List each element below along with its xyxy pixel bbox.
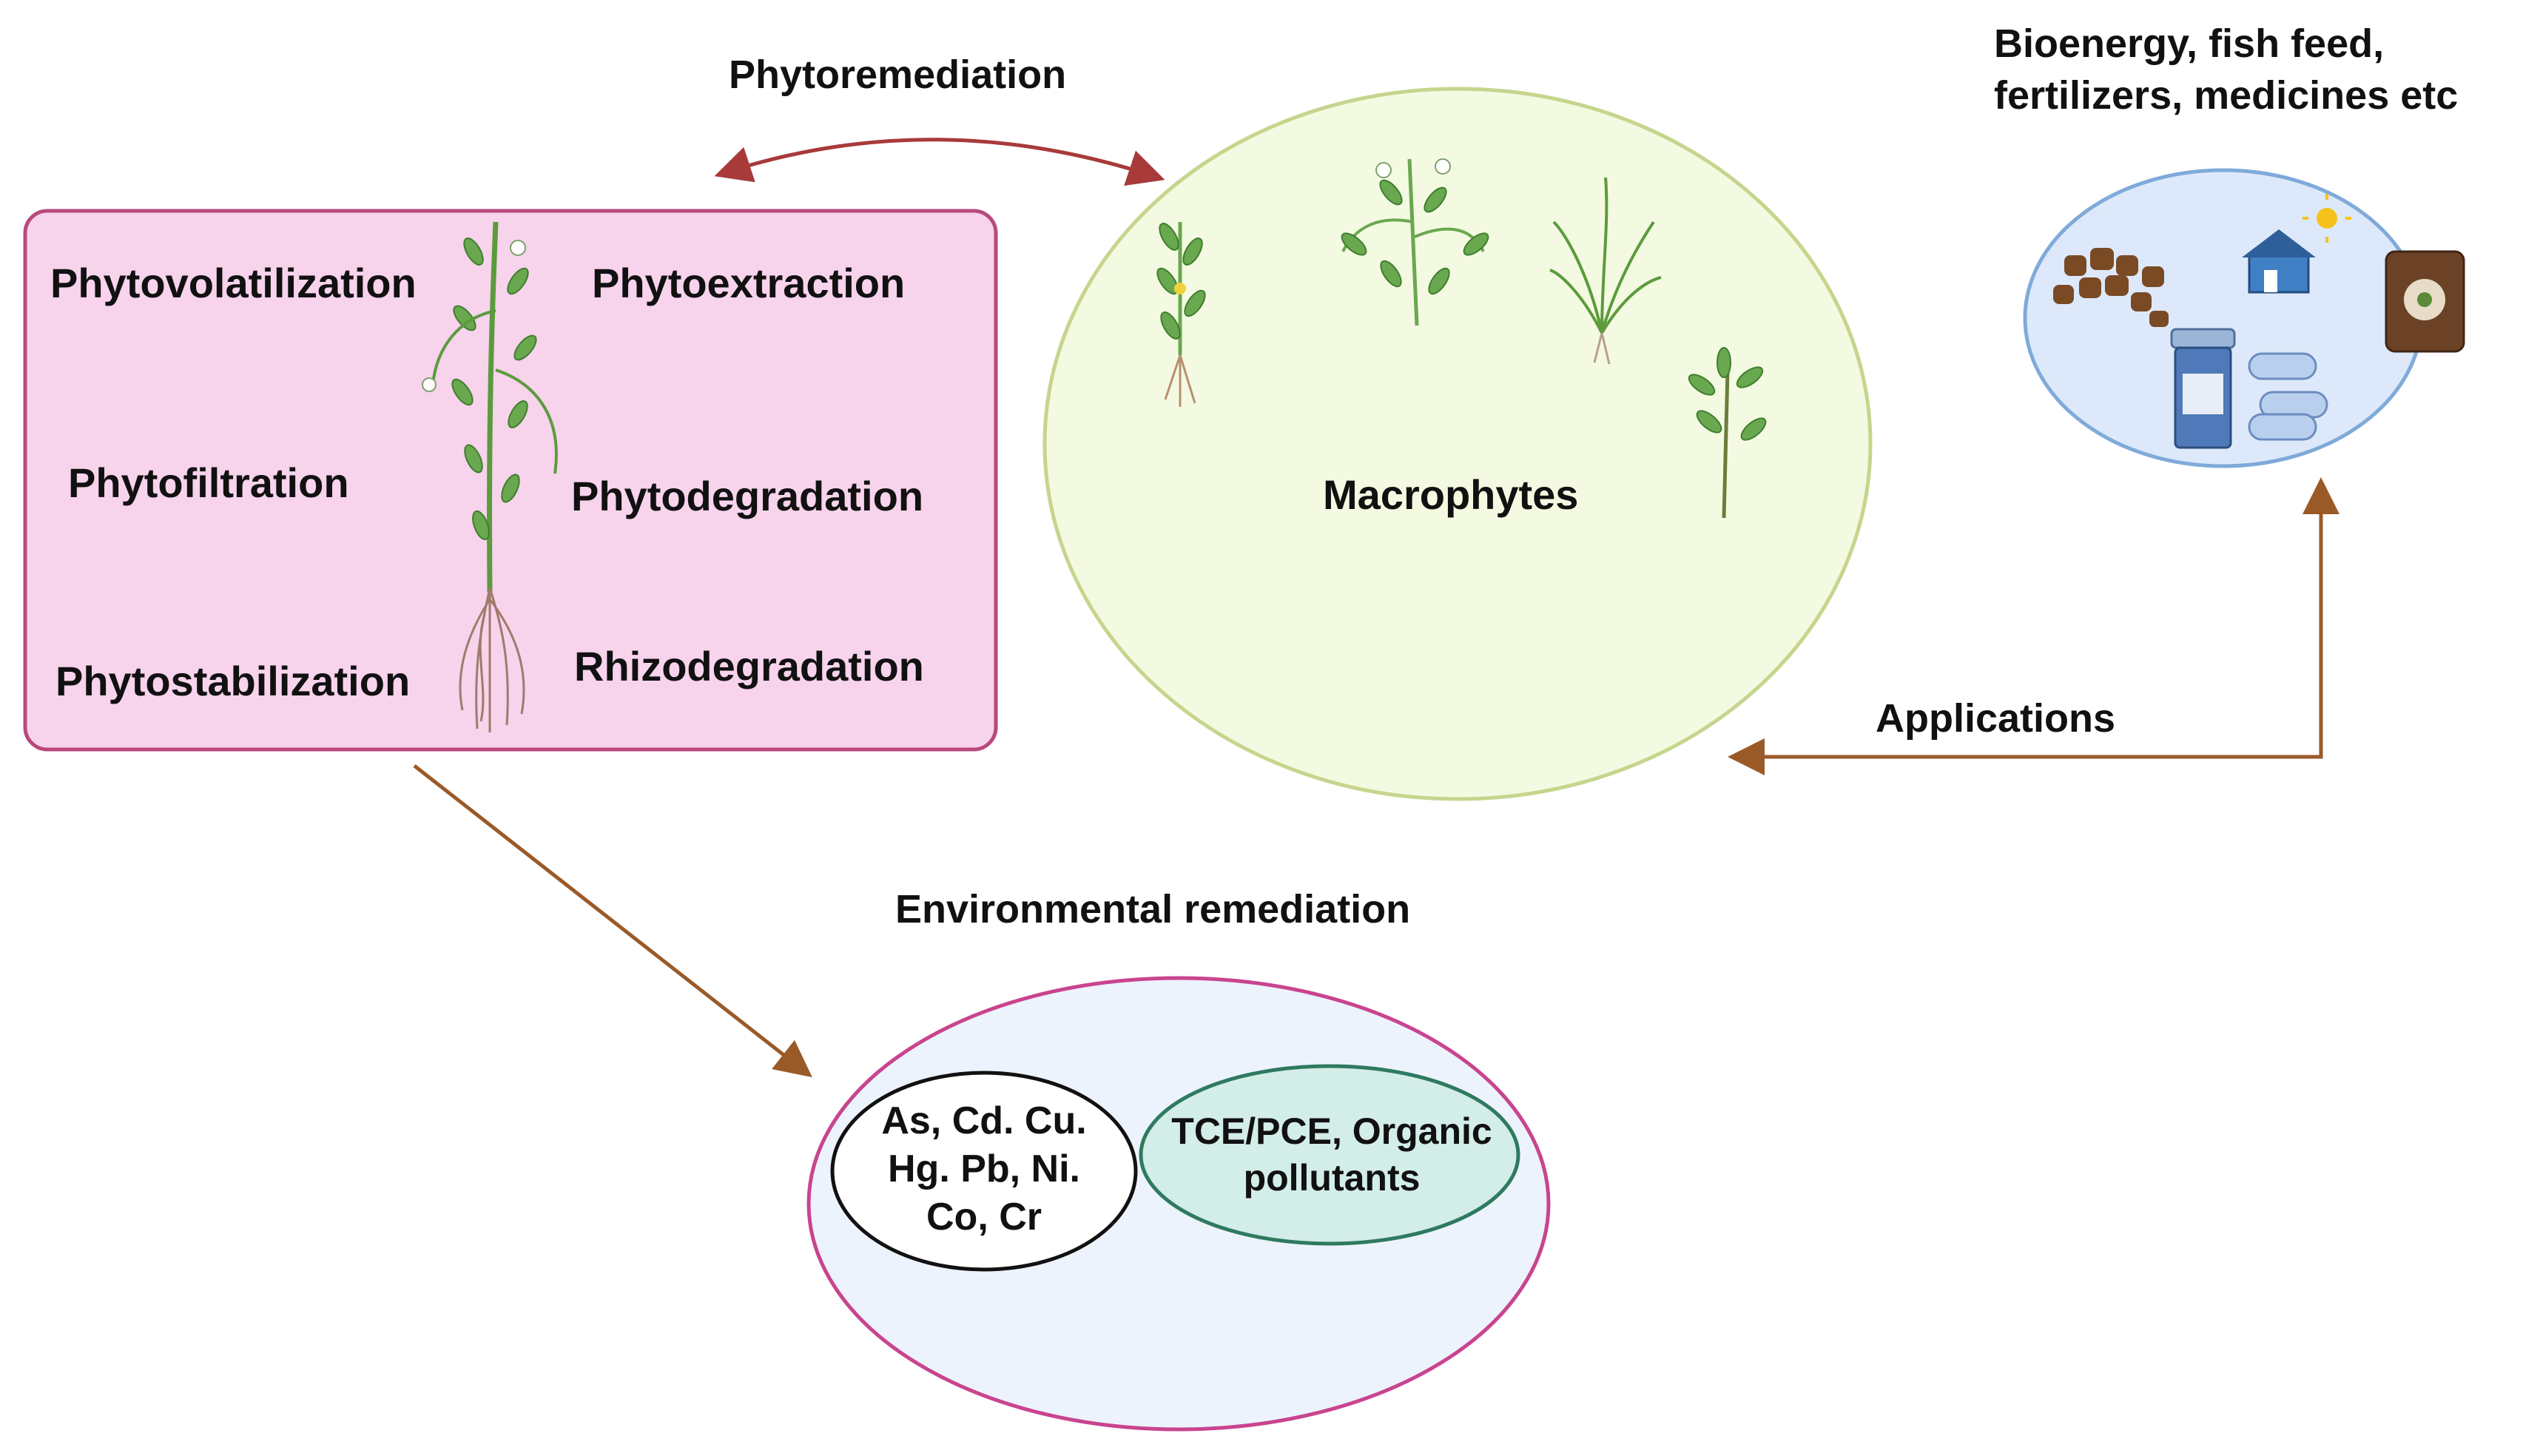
method-phytofiltration: Phytofiltration: [68, 459, 349, 506]
plant-icon: [1153, 220, 1210, 407]
fertilizer-bag-icon: [2385, 250, 2465, 353]
macrophytes-label: Macrophytes: [1323, 471, 1579, 518]
applications-arrow: [1728, 499, 2323, 775]
method-phytostabilization: Phytostabilization: [55, 658, 411, 704]
sun-icon: [2302, 194, 2351, 243]
plant-icon: [1337, 158, 1493, 326]
method-phytoextraction: Phytoextraction: [592, 260, 906, 306]
plant-icon: [1685, 347, 1771, 519]
applications-label: Applications: [1876, 696, 2116, 741]
heavy-metals-line1: As, Cd. Cu.: [881, 1099, 1087, 1142]
feed-pellets-icon: [2053, 248, 2169, 327]
applications-title-line1: Bioenergy, fish feed,: [1994, 21, 2385, 66]
applications-title-line2: fertilizers, medicines etc: [1994, 73, 2459, 118]
heavy-metals-line2: Hg. Pb, Ni.: [888, 1147, 1080, 1190]
method-rhizodegradation: Rhizodegradation: [574, 643, 924, 690]
capsule-icon: [2248, 352, 2328, 441]
plant-icon: [422, 221, 558, 593]
organic-pollutants-line2: pollutants: [1243, 1157, 1421, 1199]
phytoremediation-arrow: [714, 138, 1165, 186]
macrophytes-circle: [1042, 87, 1873, 801]
organic-pollutants-ellipse: [1139, 1064, 1520, 1246]
method-phytodegradation: Phytodegradation: [571, 473, 924, 519]
pill-bottle-icon: [2170, 328, 2236, 449]
environmental-remediation-label: Environmental remediation: [895, 887, 1411, 931]
heavy-metals-line3: Co, Cr: [926, 1196, 1042, 1238]
heavy-metals-ellipse: [830, 1071, 1138, 1272]
phytoremediation-label: Phytoremediation: [729, 53, 1067, 97]
root-icon: [459, 587, 525, 732]
house-icon: [2242, 229, 2316, 294]
organic-pollutants-line1: TCE/PCE, Organic: [1171, 1110, 1492, 1152]
method-phytovolatilization: Phytovolatilization: [50, 260, 417, 306]
plant-icon: [1549, 177, 1662, 365]
remediation-arrow: [413, 764, 812, 1078]
